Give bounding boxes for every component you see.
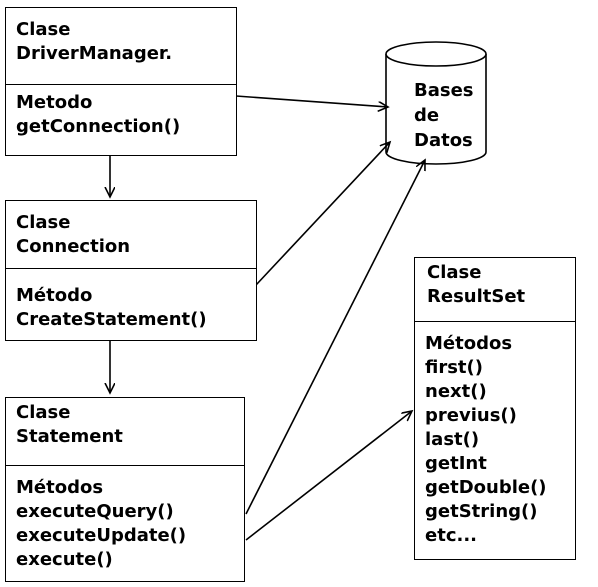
- class-methods-drivermanager: Metodo getConnection(): [6, 85, 236, 139]
- database-label-line: Datos: [414, 130, 473, 151]
- class-methods-statement: Métodos executeQuery() executeUpdate() e…: [6, 466, 244, 572]
- class-keyword: Clase: [16, 19, 71, 40]
- class-title-drivermanager: Clase DriverManager.: [6, 8, 236, 85]
- class-name: ResultSet: [427, 286, 526, 307]
- class-box-connection: Clase Connection Método CreateStatement(…: [5, 200, 257, 341]
- class-box-resultset: Clase ResultSet Métodos first() next() p…: [414, 257, 576, 560]
- method-item: last(): [425, 429, 480, 450]
- method-item: getConnection(): [16, 116, 181, 137]
- method-item: executeUpdate(): [16, 525, 187, 546]
- method-item: CreateStatement(): [16, 309, 207, 330]
- database-label: Bases de Datos: [414, 78, 474, 153]
- class-box-drivermanager: Clase DriverManager. Metodo getConnectio…: [5, 7, 237, 156]
- method-item: first(): [425, 357, 483, 378]
- database-cylinder: [385, 41, 487, 165]
- method-item: getInt: [425, 453, 487, 474]
- class-box-statement: Clase Statement Métodos executeQuery() e…: [5, 397, 245, 582]
- method-item: getString(): [425, 501, 538, 522]
- class-name: Statement: [16, 426, 123, 447]
- class-title-statement: Clase Statement: [6, 398, 244, 466]
- methods-heading: Métodos: [425, 333, 513, 354]
- method-item: previus(): [425, 405, 517, 426]
- class-keyword: Clase: [16, 402, 71, 423]
- arrow-statement-to-resultset: [245, 411, 412, 541]
- arrow-drivermanager-to-database: [235, 95, 388, 107]
- class-title-resultset: Clase ResultSet: [415, 258, 575, 322]
- class-keyword: Clase: [427, 262, 482, 283]
- arrow-connection-to-database: [255, 142, 390, 286]
- database-label-line: de: [414, 105, 440, 126]
- class-title-connection: Clase Connection: [6, 201, 256, 269]
- class-name: DriverManager.: [16, 43, 173, 64]
- methods-heading: Métodos: [16, 477, 104, 498]
- methods-heading: Método: [16, 285, 93, 306]
- method-item: getDouble(): [425, 477, 547, 498]
- class-methods-connection: Método CreateStatement(): [6, 269, 256, 332]
- methods-heading: Metodo: [16, 92, 93, 113]
- method-item: next(): [425, 381, 487, 402]
- method-item: execute(): [16, 549, 113, 570]
- class-methods-resultset: Métodos first() next() previus() last() …: [415, 322, 575, 548]
- method-item: etc...: [425, 525, 477, 546]
- class-keyword: Clase: [16, 212, 71, 233]
- arrow-statement-to-database: [245, 160, 425, 515]
- class-name: Connection: [16, 236, 131, 257]
- database-label-line: Bases: [414, 80, 474, 101]
- method-item: executeQuery(): [16, 501, 174, 522]
